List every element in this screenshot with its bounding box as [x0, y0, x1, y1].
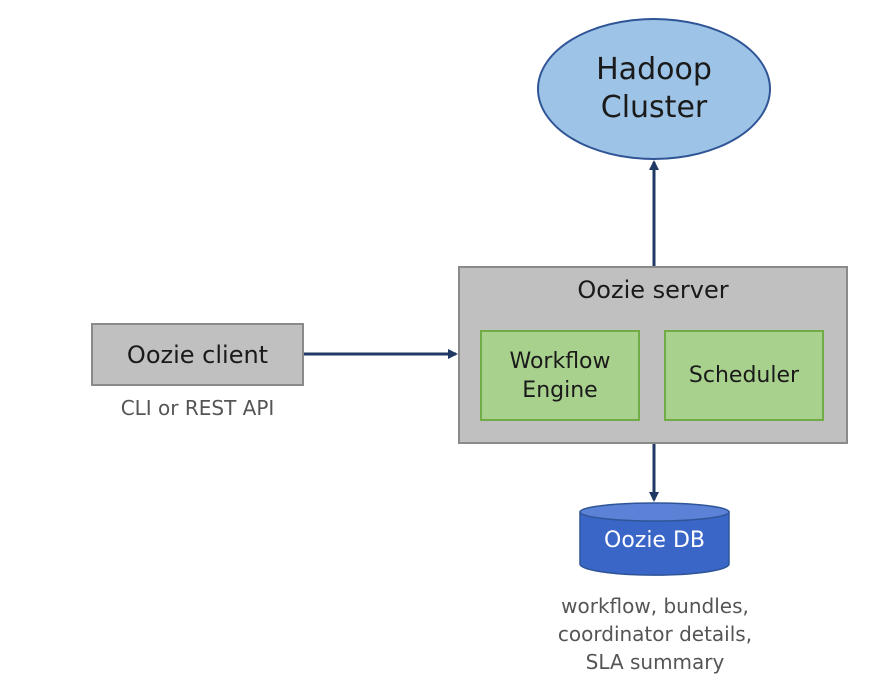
hadoop-cluster-node: Hadoop Cluster: [537, 18, 771, 160]
oozie-server-label: Oozie server: [577, 276, 729, 304]
oozie-client-node: Oozie client: [91, 323, 304, 386]
workflow-engine-line2: Engine: [522, 377, 598, 403]
workflow-engine-box: Workflow Engine: [480, 330, 640, 421]
scheduler-label: Scheduler: [688, 363, 800, 388]
db-caption-line1: workflow, bundles,: [561, 594, 749, 618]
oozie-db-label: Oozie DB: [604, 528, 705, 553]
db-caption-line3: SLA summary: [585, 650, 725, 674]
oozie-client-caption: CLI or REST API: [120, 396, 275, 420]
workflow-engine-line1: Workflow: [509, 348, 611, 374]
db-caption-line2: coordinator details,: [557, 622, 753, 646]
hadoop-label-line2: Cluster: [600, 90, 708, 125]
oozie-db-caption: workflow, bundles, coordinator details, …: [540, 592, 770, 676]
hadoop-label-line1: Hadoop: [596, 52, 712, 87]
scheduler-box: Scheduler: [664, 330, 824, 421]
oozie-client-label: Oozie client: [126, 340, 269, 369]
database-cylinder-icon: [579, 502, 730, 576]
oozie-db-node: Oozie DB: [579, 502, 730, 576]
oozie-server-node: Oozie server Workflow Engine Scheduler: [458, 266, 848, 444]
